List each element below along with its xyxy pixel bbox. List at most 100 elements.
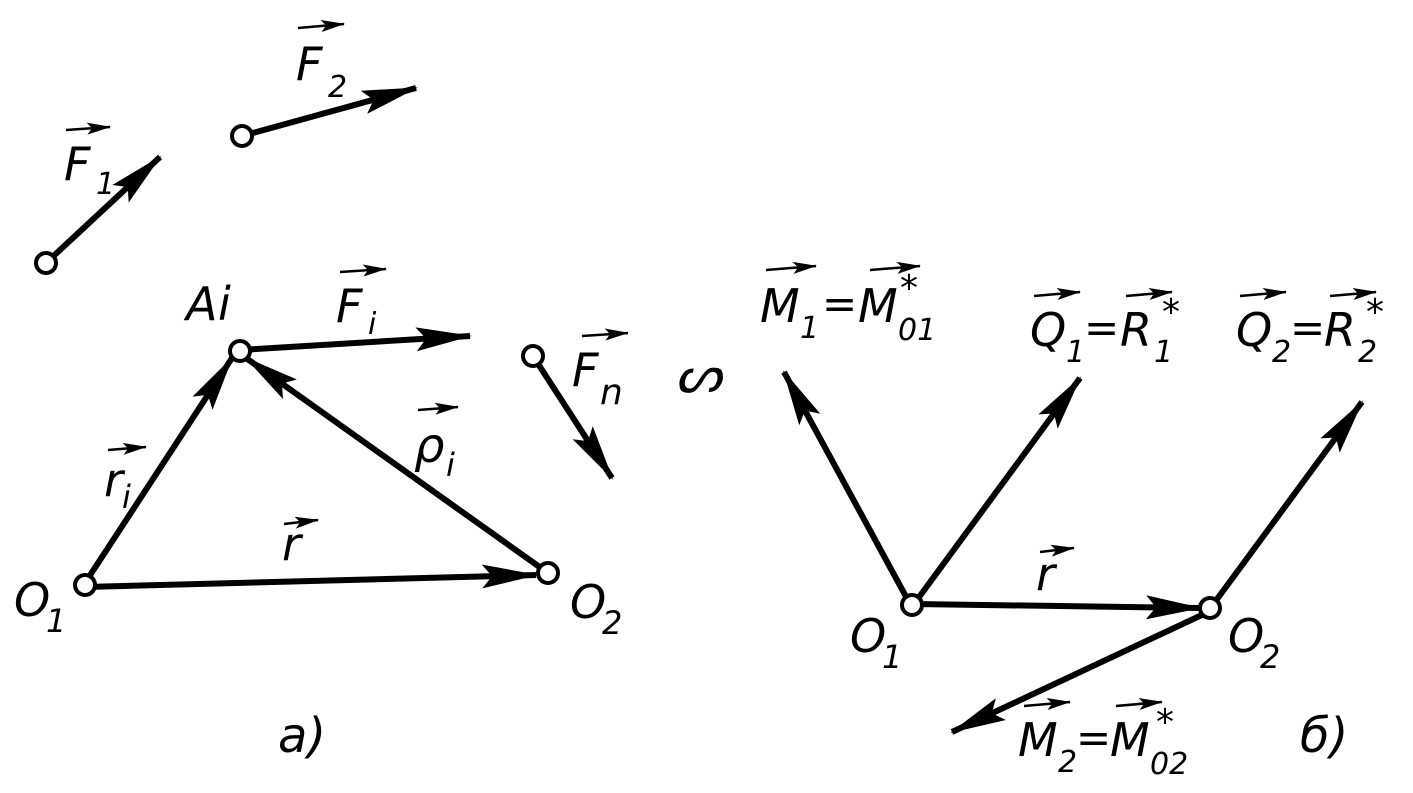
label-fi-overarrow <box>339 264 387 277</box>
label-r-left: r <box>282 516 319 571</box>
label-o1-left-sub: 1 <box>46 602 66 640</box>
label-r-right-overarrow <box>1039 544 1075 557</box>
label-f2-sub: 2 <box>328 70 347 105</box>
equation-m2-lhs: M <box>1018 713 1058 767</box>
panel-a: F 1 F 2 F i <box>14 20 629 764</box>
equation-m2-lhs-sub: 2 <box>1058 745 1077 780</box>
label-rhoi-base: ρ <box>414 418 444 474</box>
point-o1-right <box>900 593 924 617</box>
label-f1-base: F <box>64 137 91 191</box>
vector-m2-arrow <box>950 611 1206 735</box>
label-o1-right-base: O <box>850 609 886 663</box>
vector-ri-arrow <box>82 356 235 585</box>
vector-f1-arrow <box>43 154 163 266</box>
equation-q2-lhs-sub: 2 <box>1272 335 1291 370</box>
vector-fn-arrow <box>530 354 615 480</box>
vector-fn-origin <box>521 344 545 368</box>
vector-r-left <box>84 564 538 590</box>
equation-q2: Q 2 = R 2 * <box>1236 288 1384 370</box>
equation-m1-lhs: M <box>760 279 800 333</box>
equation-q1-rhs-sub: 1 <box>1154 335 1173 370</box>
equation-q2-rhs: R <box>1324 303 1356 357</box>
equation-m2-rhs-sub: 02 <box>1150 747 1188 782</box>
equation-m1: M 1 = M 01 * <box>760 261 936 348</box>
equation-q1-rhs: R <box>1120 303 1152 357</box>
label-ai-sub: i <box>218 277 231 331</box>
vector-r-left-arrow <box>84 564 538 590</box>
label-o2-right: O 2 <box>1228 609 1280 676</box>
equation-m1-eq: = <box>822 279 857 328</box>
equation-q2-lhs: Q <box>1236 303 1272 357</box>
equation-m2-lhs-overarrow <box>1023 698 1071 710</box>
point-o1-left <box>73 573 97 597</box>
label-o1-left: O 1 <box>14 573 66 640</box>
equation-m1-rhs: M <box>858 279 898 333</box>
vector-r-right-arrow <box>913 595 1202 620</box>
equation-q1-rhs-sup: * <box>1162 292 1180 333</box>
label-fn-sub: n <box>600 372 623 413</box>
point-ai <box>228 339 252 363</box>
label-ri-base: r <box>104 453 126 507</box>
label-o2-right-sub: 2 <box>1260 638 1280 676</box>
label-o2-left-base: O <box>570 575 606 629</box>
equation-q1: Q 1 = R 1 * <box>1030 288 1180 370</box>
label-f2: F 2 <box>296 20 347 105</box>
label-r-right-base: r <box>1036 547 1058 601</box>
label-rhoi-overarrow <box>417 402 459 415</box>
equation-m1-rhs-sub: 01 <box>898 313 936 348</box>
label-r-right: r <box>1036 544 1075 601</box>
caption-b: б) <box>1300 708 1348 764</box>
label-fn: F n <box>572 328 629 413</box>
label-fn-base: F <box>572 343 599 397</box>
vector-f1 <box>34 154 163 275</box>
label-o2-left-sub: 2 <box>602 604 622 642</box>
equation-m1-lhs-sub: 1 <box>800 311 819 346</box>
label-fi: F i <box>336 264 387 342</box>
equation-q2-rhs-sub: 2 <box>1358 335 1377 370</box>
label-o2-left: O 2 <box>570 575 622 642</box>
vector-f2-arrow <box>241 85 418 139</box>
vector-m1 <box>781 370 913 606</box>
equation-q2-rhs-sup: * <box>1366 292 1384 333</box>
equation-q1-rhs-overarrow <box>1125 288 1173 300</box>
vector-q1-arrow <box>911 376 1083 606</box>
label-o1-left-base: O <box>14 573 50 627</box>
vector-rhoi-arrow <box>244 355 550 576</box>
vector-q1 <box>911 376 1083 606</box>
equation-m2-rhs-sup: * <box>1156 702 1174 743</box>
label-f1: F 1 <box>64 122 115 202</box>
vector-f1-origin <box>34 251 58 275</box>
label-f2-base: F <box>296 37 323 91</box>
vector-fn <box>521 344 615 480</box>
caption-a: a) <box>278 708 326 764</box>
vector-m2 <box>950 611 1206 735</box>
equation-m2-eq: = <box>1076 713 1111 762</box>
vector-fi-arrow <box>239 327 472 353</box>
equation-q2-eq: = <box>1290 303 1325 352</box>
label-f1-sub: 1 <box>96 167 115 202</box>
label-fi-sub: i <box>368 307 377 342</box>
vector-f2-origin <box>230 124 254 148</box>
equation-q2-lhs-overarrow <box>1239 288 1287 300</box>
panel-b: ᔕ r O 1 <box>678 261 1384 782</box>
equation-q1-lhs-sub: 1 <box>1066 335 1085 370</box>
label-o2-right-base: O <box>1228 609 1264 663</box>
vector-f2 <box>230 85 418 148</box>
vector-r-right <box>913 595 1202 620</box>
label-rhoi-sub: i <box>446 446 455 484</box>
equation-m1-lhs-overarrow <box>765 261 817 274</box>
equation-m2-rhs: M <box>1110 713 1150 767</box>
label-ai: A i <box>183 277 231 331</box>
label-ri-overarrow <box>107 442 147 455</box>
label-f2-overarrow <box>297 20 345 32</box>
rotation-mark: ᔕ <box>678 345 724 405</box>
equation-m2: M 2 = M 02 * <box>1018 698 1188 782</box>
equation-q1-lhs: Q <box>1030 303 1066 357</box>
label-fn-overarrow <box>581 328 629 341</box>
label-ri: r i <box>104 442 147 516</box>
label-f1-overarrow <box>65 122 111 135</box>
equation-q1-lhs-overarrow <box>1033 288 1081 300</box>
equation-m2-rhs-overarrow <box>1115 698 1163 710</box>
label-r-left-base: r <box>282 517 304 571</box>
